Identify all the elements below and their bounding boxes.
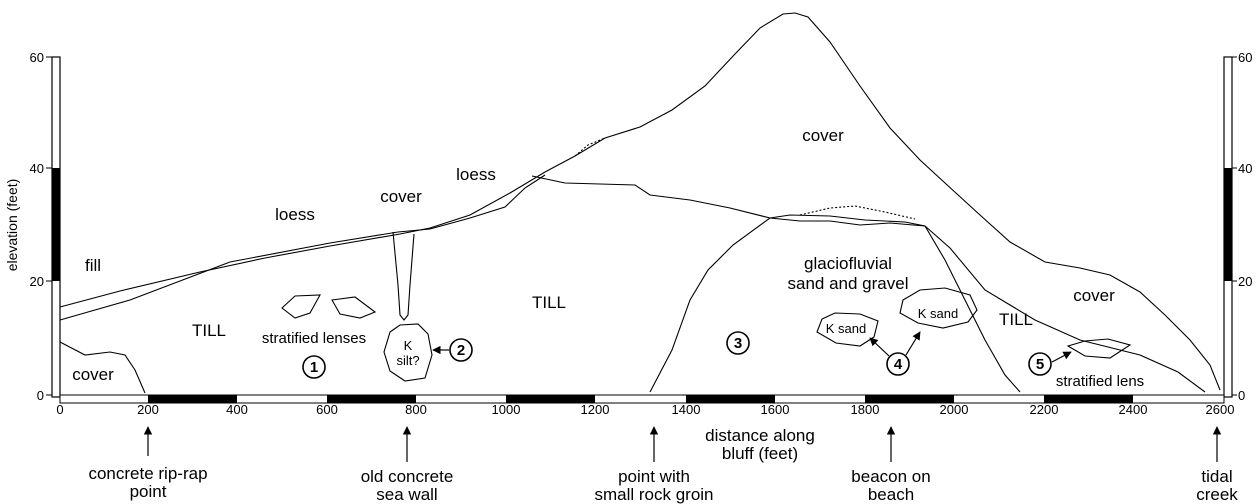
x-axis-label-line1: distance along xyxy=(705,426,815,445)
gully-fill-contact xyxy=(392,231,415,321)
site-5-arrow xyxy=(1051,351,1072,363)
distance-scale-bar xyxy=(59,394,1225,404)
y-axis-label: elevation (feet) xyxy=(4,179,20,272)
label-stratified-lenses: stratified lenses xyxy=(262,330,366,347)
landmark-arrows xyxy=(143,426,1222,462)
till-top-contact xyxy=(531,175,926,227)
cover-left-bottom-contact xyxy=(59,341,146,394)
x-tick-2400: 2400 xyxy=(1119,402,1148,417)
label-till-left: TILL xyxy=(192,321,226,340)
stratified-lens-right xyxy=(1066,338,1132,359)
left-y-tick-20: 20 xyxy=(30,274,44,289)
stratified-lens-left-b xyxy=(331,296,377,319)
lenses-and-blocks xyxy=(281,287,1132,382)
k-silt-block xyxy=(383,323,433,382)
landmark-rip-rap-line2: point xyxy=(130,482,167,501)
x-tick-600: 600 xyxy=(316,402,338,417)
inferred-contacts xyxy=(574,137,916,220)
loess-base-contact xyxy=(229,228,431,263)
label-glaciofluvial-line1: glaciofluvial xyxy=(804,254,892,273)
label-loess-mid: loess xyxy=(456,165,496,184)
label-till-right: TILL xyxy=(999,310,1033,329)
right-y-tick-40: 40 xyxy=(1238,161,1252,176)
label-k-sand-left: K sand xyxy=(826,321,866,336)
x-axis-label-line2: bluff (feet) xyxy=(722,444,798,463)
label-k-sand-right: K sand xyxy=(918,306,958,321)
label-k-silt-line1: K xyxy=(404,338,413,353)
inferred-contact-upper xyxy=(574,137,606,157)
site-number-1: 1 xyxy=(310,359,318,376)
x-tick-2000: 2000 xyxy=(940,402,969,417)
label-cover-left-bottom: cover xyxy=(72,365,114,384)
x-tick-1800: 1800 xyxy=(851,402,880,417)
inferred-contact-glacio xyxy=(799,205,916,220)
till-right-cover-contact xyxy=(924,225,1206,393)
x-tick-200: 200 xyxy=(137,402,159,417)
site-marker-4: 4 xyxy=(869,331,921,376)
x-tick-800: 800 xyxy=(405,402,427,417)
site-number-3: 3 xyxy=(734,335,742,352)
label-till-center: TILL xyxy=(532,293,566,312)
right-y-tick-0: 0 xyxy=(1238,388,1245,403)
x-tick-1400: 1400 xyxy=(672,402,701,417)
landmark-sea-wall-line2: sea wall xyxy=(376,485,437,504)
landmark-tidal-creek-line2: creek xyxy=(1196,485,1238,504)
fill-base-contact xyxy=(59,261,231,321)
right-y-tick-60: 60 xyxy=(1238,50,1252,65)
geologic-contacts xyxy=(59,12,1221,394)
loess-upper-base-contact xyxy=(429,174,546,230)
site-number-5: 5 xyxy=(1036,356,1044,373)
x-tick-2600: 2600 xyxy=(1206,402,1235,417)
landmark-rip-rap-line1: concrete rip-rap xyxy=(88,464,207,483)
label-glaciofluvial-line2: sand and gravel xyxy=(788,274,909,293)
landmark-beacon-line1: beacon on xyxy=(851,467,930,486)
site-number-2: 2 xyxy=(457,342,465,359)
x-tick-400: 400 xyxy=(226,402,248,417)
site-marker-3: 3 xyxy=(726,331,750,355)
left-y-tick-60: 60 xyxy=(30,50,44,65)
stratified-lens-left-a xyxy=(281,294,321,319)
k-sand-block-right xyxy=(899,287,978,329)
left-y-tick-0: 0 xyxy=(37,388,44,403)
label-fill: fill xyxy=(85,256,101,275)
label-cover-large: cover xyxy=(802,126,844,145)
site-number-4: 4 xyxy=(894,356,903,373)
landmark-rock-groin-line2: small rock groin xyxy=(594,485,713,504)
x-tick-1200: 1200 xyxy=(581,402,610,417)
landmark-tidal-creek-line1: tidal xyxy=(1201,467,1232,486)
x-tick-1000: 1000 xyxy=(492,402,521,417)
label-loess-left: loess xyxy=(275,205,315,224)
landmark-sea-wall-line1: old concrete xyxy=(361,467,454,486)
surface-profile xyxy=(59,12,1221,391)
glaciofluvial-contact xyxy=(649,214,1021,393)
left-elevation-scale xyxy=(46,56,61,398)
site-marker-5: 5 xyxy=(1028,351,1072,376)
site-4-arrow-left xyxy=(869,337,890,357)
label-k-silt-line2: silt? xyxy=(396,353,419,368)
right-elevation-scale xyxy=(1223,56,1237,398)
site-4-arrow-right xyxy=(905,331,921,356)
label-stratified-lens: stratified lens xyxy=(1056,373,1144,390)
landmark-beacon-line2: beach xyxy=(868,485,914,504)
landmark-rock-groin-line1: point with xyxy=(618,467,690,486)
label-cover-gully: cover xyxy=(380,187,422,206)
x-tick-2200: 2200 xyxy=(1030,402,1059,417)
site-marker-1: 1 xyxy=(302,355,326,379)
left-y-tick-40: 40 xyxy=(30,161,44,176)
x-tick-0: 0 xyxy=(56,402,63,417)
k-sand-block-left xyxy=(816,312,879,347)
right-y-tick-20: 20 xyxy=(1238,274,1252,289)
x-tick-1600: 1600 xyxy=(761,402,790,417)
site-marker-2: 2 xyxy=(432,338,473,362)
label-cover-right: cover xyxy=(1073,286,1115,305)
